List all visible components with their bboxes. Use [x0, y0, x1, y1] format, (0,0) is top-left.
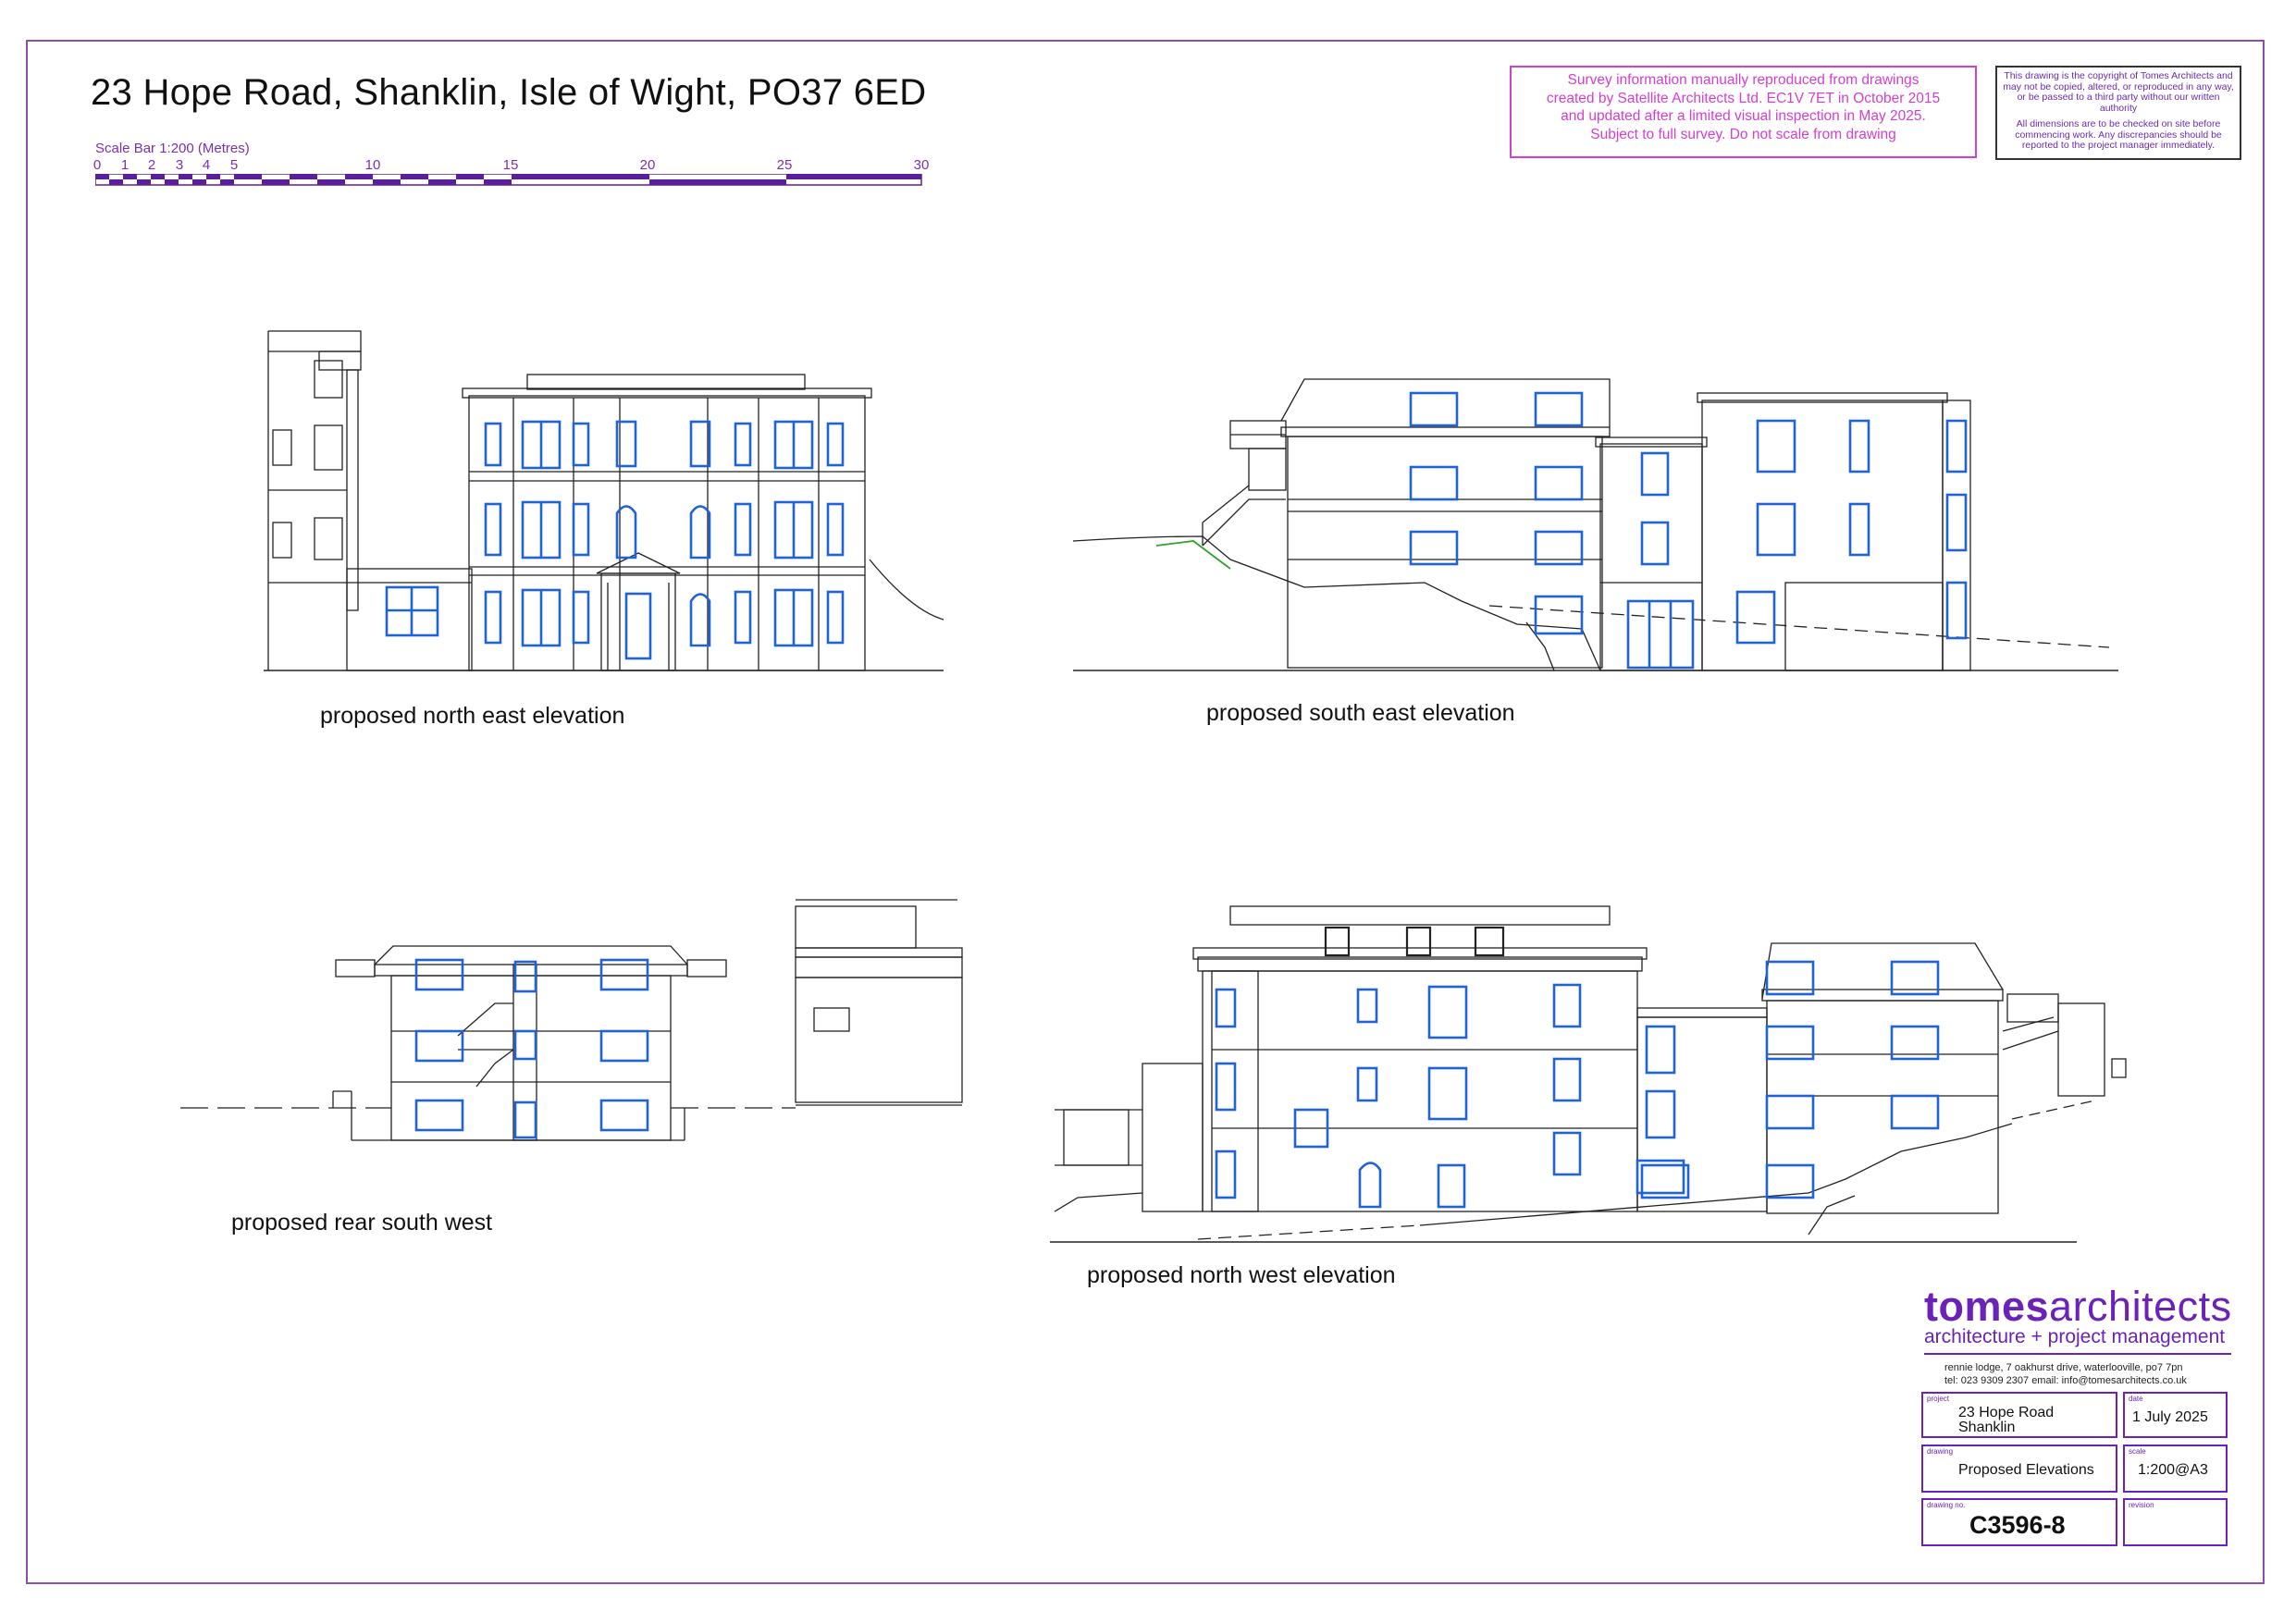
company-logo: tomesarchitects — [1924, 1283, 2232, 1331]
company-tagline: architecture + project management — [1924, 1326, 2226, 1347]
drawing-name: Proposed Elevations — [1958, 1462, 2094, 1478]
drawing-date: 1 July 2025 — [2132, 1409, 2208, 1425]
south-east-elevation-drawing — [1072, 378, 2118, 671]
north-east-elevation-drawing — [264, 330, 944, 671]
scale-caption: scale — [2129, 1447, 2146, 1456]
number-caption: drawing no. — [1927, 1501, 1966, 1509]
scale-tick: 10 — [364, 157, 381, 173]
scale-tick: 1 — [120, 157, 130, 173]
north-east-elevation-label: proposed north east elevation — [320, 703, 625, 729]
project-caption: project — [1927, 1395, 1950, 1403]
company-contact: tel: 023 9309 2307 email: info@tomesarch… — [1944, 1375, 2187, 1386]
rear-south-west-drawing — [180, 899, 963, 1141]
sheet-border — [26, 40, 2265, 1584]
scale-tick: 15 — [502, 157, 519, 173]
revision-caption: revision — [2129, 1501, 2154, 1509]
survey-note: Survey information manually reproduced f… — [1510, 66, 1977, 158]
north-west-elevation-drawing — [1050, 905, 2127, 1243]
dimensions-text: All dimensions are to be checked on site… — [2015, 118, 2222, 151]
scale-bar-label: Scale Bar 1:200 (Metres) — [95, 141, 250, 156]
rear-south-west-label: proposed rear south west — [231, 1210, 493, 1236]
north-west-elevation-label: proposed north west elevation — [1087, 1262, 1396, 1288]
drawing-number: C3596-8 — [1969, 1511, 2066, 1539]
survey-note-line: and updated after a limited visual inspe… — [1561, 108, 1926, 124]
project-name: 23 Hope Road — [1958, 1405, 2055, 1420]
date-caption: date — [2129, 1395, 2143, 1403]
drawing-scale: 1:200@A3 — [2138, 1462, 2208, 1478]
copyright-text: This drawing is the copyright of Tomes A… — [2003, 70, 2234, 114]
scale-tick: 4 — [202, 157, 211, 173]
drawing-title: 23 Hope Road, Shanklin, Isle of Wight, P… — [91, 72, 927, 113]
survey-note-line: Subject to full survey. Do not scale fro… — [1590, 126, 1896, 142]
number-cell: drawing no. C3596-8 — [1921, 1498, 2117, 1546]
scale-tick: 5 — [229, 157, 239, 173]
scale-tick: 25 — [776, 157, 793, 173]
company-address: rennie lodge, 7 oakhurst drive, waterloo… — [1944, 1362, 2183, 1373]
scale-tick: 2 — [147, 157, 156, 173]
south-east-elevation-label: proposed south east elevation — [1206, 700, 1515, 726]
logo-rule — [1924, 1353, 2231, 1355]
project-location: Shanklin — [1958, 1420, 2016, 1435]
drawing-caption: drawing — [1927, 1447, 1954, 1456]
revision-cell: revision — [2123, 1498, 2228, 1546]
scale-tick: 30 — [913, 157, 930, 173]
copyright-note: This drawing is the copyright of Tomes A… — [1995, 66, 2241, 160]
scale-tick: 3 — [175, 157, 184, 173]
date-cell: date 1 July 2025 — [2123, 1392, 2228, 1438]
survey-note-line: Survey information manually reproduced f… — [1567, 72, 1920, 88]
logo-regular: architects — [2049, 1283, 2232, 1330]
scale-tick: 0 — [93, 157, 102, 173]
project-cell: project 23 Hope Road Shanklin — [1921, 1392, 2117, 1438]
scale-tick: 20 — [639, 157, 656, 173]
logo-bold: tomes — [1924, 1283, 2050, 1330]
scale-bar — [95, 174, 922, 186]
drawing-cell: drawing Proposed Elevations — [1921, 1445, 2117, 1493]
survey-note-line: created by Satellite Architects Ltd. EC1… — [1546, 90, 1941, 106]
scale-cell: scale 1:200@A3 — [2123, 1445, 2228, 1493]
